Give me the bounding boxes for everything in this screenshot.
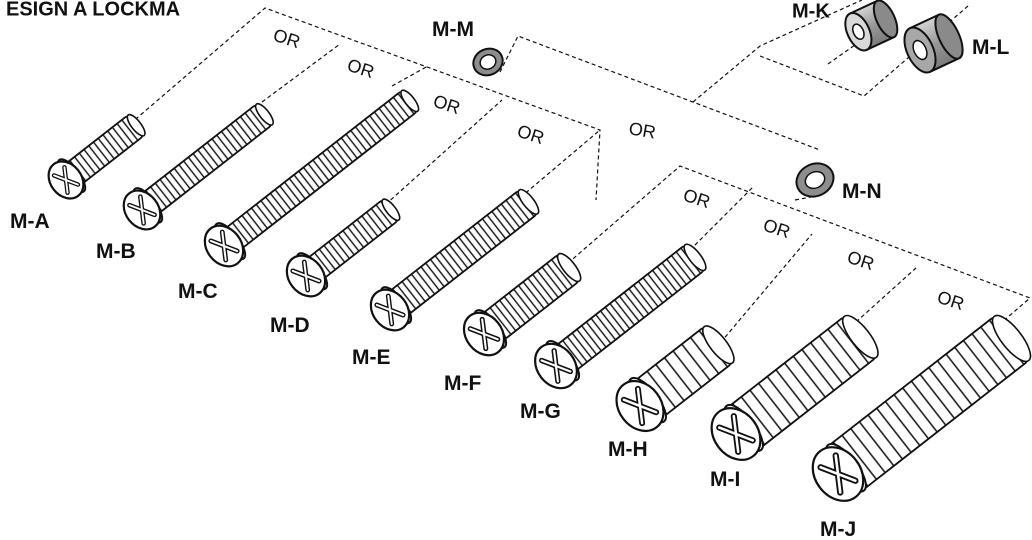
- label-m-d: M-D: [270, 314, 310, 337]
- or-label: OR: [761, 215, 793, 242]
- m-e-screw: [369, 188, 540, 332]
- label-m-a: M-A: [10, 210, 50, 233]
- m-a-screw: [47, 113, 146, 200]
- label-m-k: M-K: [792, 1, 830, 23]
- label-m-l: M-L: [972, 36, 1009, 59]
- m-g-screw: [534, 243, 707, 390]
- m-h-screw: [615, 325, 735, 433]
- or-label: OR: [345, 55, 377, 82]
- m-j-screw: [811, 314, 1032, 502]
- or-labels: OR OR OR OR OR OR OR OR OR: [271, 25, 967, 314]
- label-m-f: M-F: [444, 372, 481, 395]
- label-m-m: M-M: [432, 18, 474, 41]
- m-f-screw: [462, 252, 582, 357]
- or-label: OR: [271, 25, 303, 52]
- or-label: OR: [627, 118, 657, 142]
- m-d-screw: [285, 198, 401, 298]
- m-m-washer: [472, 47, 504, 77]
- label-m-g: M-G: [520, 400, 561, 423]
- part-labels: M-A M-B M-C M-D M-E M-F M-G M-H M-I M-J …: [10, 1, 1009, 540]
- or-label: OR: [681, 185, 713, 212]
- or-label: OR: [935, 287, 967, 314]
- dashed-leader-lines: [129, 0, 1032, 349]
- m-b-screw: [122, 102, 275, 231]
- m-i-screw: [710, 314, 879, 461]
- label-m-h: M-H: [608, 438, 648, 461]
- screws-group: [47, 89, 1032, 502]
- m-k-sleeve: [844, 0, 899, 52]
- or-label: OR: [431, 91, 463, 118]
- label-m-e: M-E: [352, 346, 391, 369]
- m-n-washer: [795, 162, 835, 198]
- or-label: OR: [845, 247, 877, 274]
- or-label: OR: [515, 121, 547, 148]
- label-m-i: M-I: [710, 468, 740, 491]
- label-m-n: M-N: [842, 180, 882, 203]
- m-l-sleeve: [903, 13, 964, 74]
- m-c-screw: [203, 89, 420, 268]
- page-header: ESIGN A LOCKMA: [6, 0, 180, 21]
- label-m-c: M-C: [178, 280, 218, 303]
- label-m-b: M-B: [96, 240, 136, 263]
- spacers-group: [472, 0, 964, 198]
- label-m-j: M-J: [820, 518, 856, 540]
